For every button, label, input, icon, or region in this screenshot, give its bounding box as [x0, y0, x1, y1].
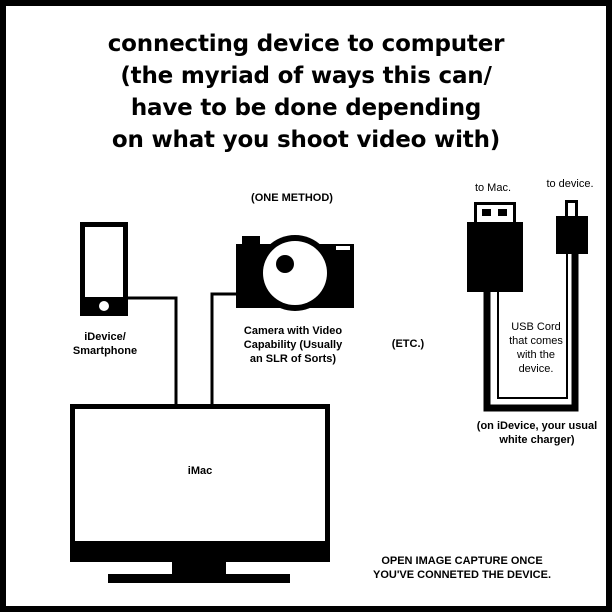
camera-label-line: Capability (Usually — [226, 338, 360, 352]
usb-cord-label-line: USB Cord — [500, 320, 572, 334]
etc-label: (ETC.) — [382, 337, 434, 351]
idevice-label: iDevice/ Smartphone — [58, 330, 152, 358]
camera-label: Camera with Video Capability (Usually an… — [226, 324, 360, 366]
usb-cord-label-line: with the — [500, 348, 572, 362]
usb-cord-icon — [467, 200, 588, 408]
imac-label: iMac — [180, 464, 220, 478]
camera-label-line: Camera with Video — [226, 324, 360, 338]
charger-note-line: (on iDevice, your usual — [462, 419, 612, 433]
camera-icon — [236, 235, 354, 311]
smartphone-icon — [80, 222, 128, 316]
one-method-label: (ONE METHOD) — [236, 191, 348, 205]
idevice-label-line: Smartphone — [58, 344, 152, 358]
charger-note-line: white charger) — [462, 433, 612, 447]
to-device-label: to device. — [533, 177, 607, 191]
instruction-text: OPEN IMAGE CAPTURE ONCE YOU'VE CONNETED … — [356, 554, 568, 582]
usb-cord-label-line: that comes — [500, 334, 572, 348]
instruction-line: OPEN IMAGE CAPTURE ONCE — [356, 554, 568, 568]
to-mac-label: to Mac. — [458, 181, 528, 195]
camera-label-line: an SLR of Sorts) — [226, 352, 360, 366]
idevice-label-line: iDevice/ — [58, 330, 152, 344]
instruction-line: YOU'VE CONNETED THE DEVICE. — [356, 568, 568, 582]
charger-note: (on iDevice, your usual white charger) — [462, 419, 612, 447]
usb-cord-label: USB Cord that comes with the device. — [500, 320, 572, 376]
usb-cord-label-line: device. — [500, 362, 572, 376]
imac-icon — [70, 404, 330, 583]
